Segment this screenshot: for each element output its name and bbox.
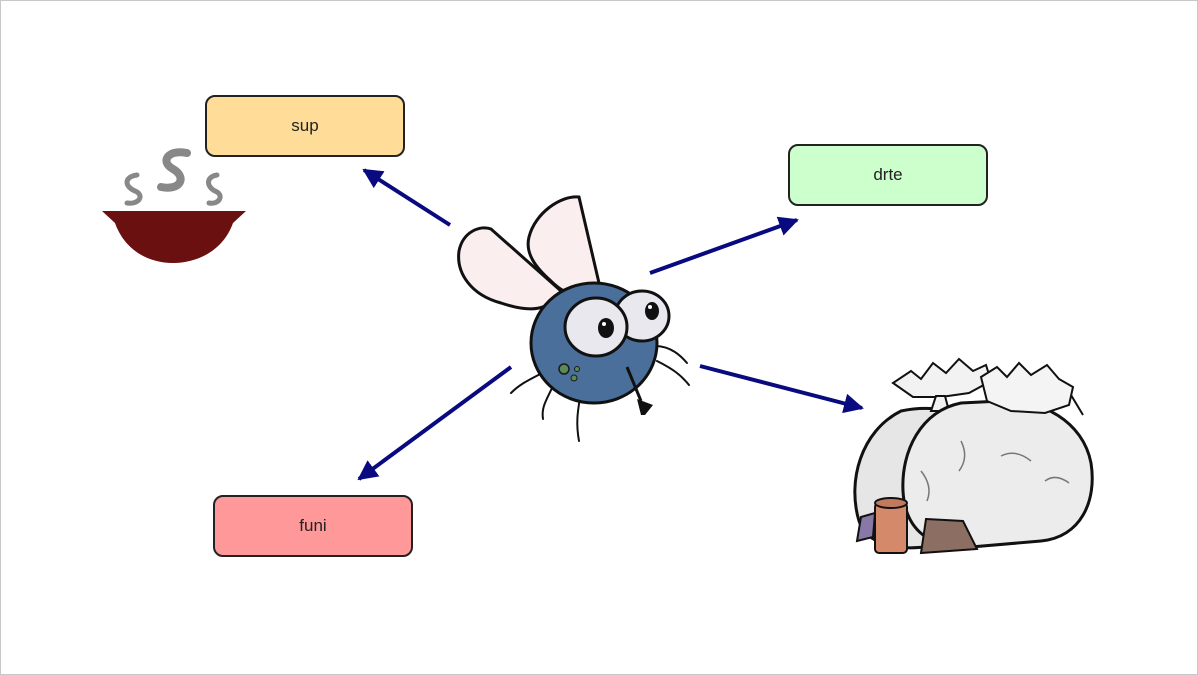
arrow-to-sup (362, 168, 452, 227)
node-funi[interactable]: funi (213, 495, 413, 557)
arrow-to-funi (357, 365, 513, 481)
arrow-to-trash (699, 364, 864, 414)
node-funi-label: funi (299, 516, 327, 535)
arrow-to-drte (649, 216, 799, 275)
node-sup-label: sup (291, 116, 319, 135)
node-drte[interactable]: drte (788, 144, 988, 206)
node-sup[interactable]: sup (205, 95, 405, 157)
node-drte-label: drte (873, 165, 903, 184)
